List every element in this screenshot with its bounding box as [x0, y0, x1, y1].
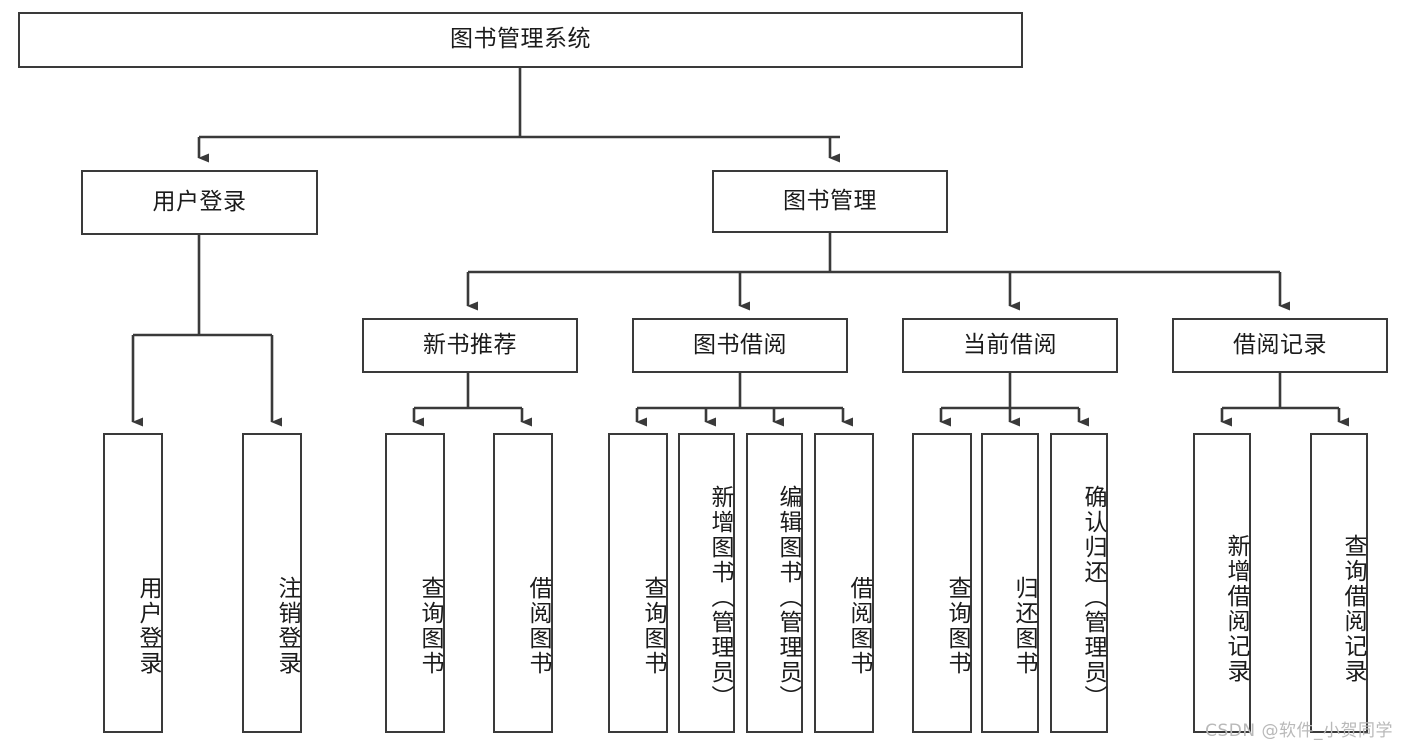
- node-label: 图书管理: [783, 187, 877, 214]
- node-label: 新增图书（管理员）: [707, 484, 733, 710]
- node-label: 注销登录: [274, 576, 300, 676]
- leaf-book-borrow-borrow[interactable]: 借阅图书: [814, 433, 874, 733]
- node-label: 当前借阅: [963, 331, 1057, 358]
- node-label: 确认归还（管理员）: [1080, 484, 1106, 710]
- node-root-book-management-system[interactable]: 图书管理系统: [18, 12, 1023, 68]
- leaf-current-borrow-query[interactable]: 查询图书: [912, 433, 972, 733]
- node-label: 用户登录: [135, 576, 161, 676]
- node-book-management[interactable]: 图书管理: [712, 170, 948, 233]
- node-label: 查询图书: [640, 576, 666, 676]
- leaf-user-login-logout[interactable]: 注销登录: [242, 433, 302, 733]
- node-new-book-recommend[interactable]: 新书推荐: [362, 318, 578, 373]
- node-label: 查询图书: [944, 576, 970, 676]
- leaf-new-book-query[interactable]: 查询图书: [385, 433, 445, 733]
- node-label: 借阅图书: [525, 576, 551, 676]
- watermark-text: CSDN @软件_小贺同学: [1205, 721, 1393, 741]
- node-label: 编辑图书（管理员）: [775, 484, 801, 710]
- node-label: 图书管理系统: [450, 26, 591, 53]
- leaf-borrow-records-query[interactable]: 查询借阅记录: [1310, 433, 1368, 733]
- leaf-book-borrow-edit[interactable]: 编辑图书（管理员）: [746, 433, 803, 733]
- node-label: 用户登录: [152, 188, 247, 215]
- leaf-new-book-borrow[interactable]: 借阅图书: [493, 433, 553, 733]
- node-label: 借阅记录: [1233, 331, 1327, 358]
- node-label: 借阅图书: [846, 576, 872, 676]
- node-label: 查询借阅记录: [1340, 534, 1366, 684]
- leaf-borrow-records-add[interactable]: 新增借阅记录: [1193, 433, 1251, 733]
- node-borrow-records[interactable]: 借阅记录: [1172, 318, 1388, 373]
- node-label: 归还图书: [1011, 576, 1037, 676]
- node-label: 图书借阅: [693, 331, 787, 358]
- leaf-user-login-login[interactable]: 用户登录: [103, 433, 163, 733]
- leaf-current-borrow-confirm[interactable]: 确认归还（管理员）: [1050, 433, 1108, 733]
- leaf-book-borrow-add[interactable]: 新增图书（管理员）: [678, 433, 735, 733]
- node-label: 新增借阅记录: [1223, 534, 1249, 684]
- leaf-book-borrow-query[interactable]: 查询图书: [608, 433, 668, 733]
- leaf-current-borrow-return[interactable]: 归还图书: [981, 433, 1039, 733]
- node-current-borrow[interactable]: 当前借阅: [902, 318, 1118, 373]
- node-label: 查询图书: [417, 576, 443, 676]
- node-book-borrow[interactable]: 图书借阅: [632, 318, 848, 373]
- node-user-login[interactable]: 用户登录: [81, 170, 318, 235]
- node-label: 新书推荐: [423, 331, 517, 358]
